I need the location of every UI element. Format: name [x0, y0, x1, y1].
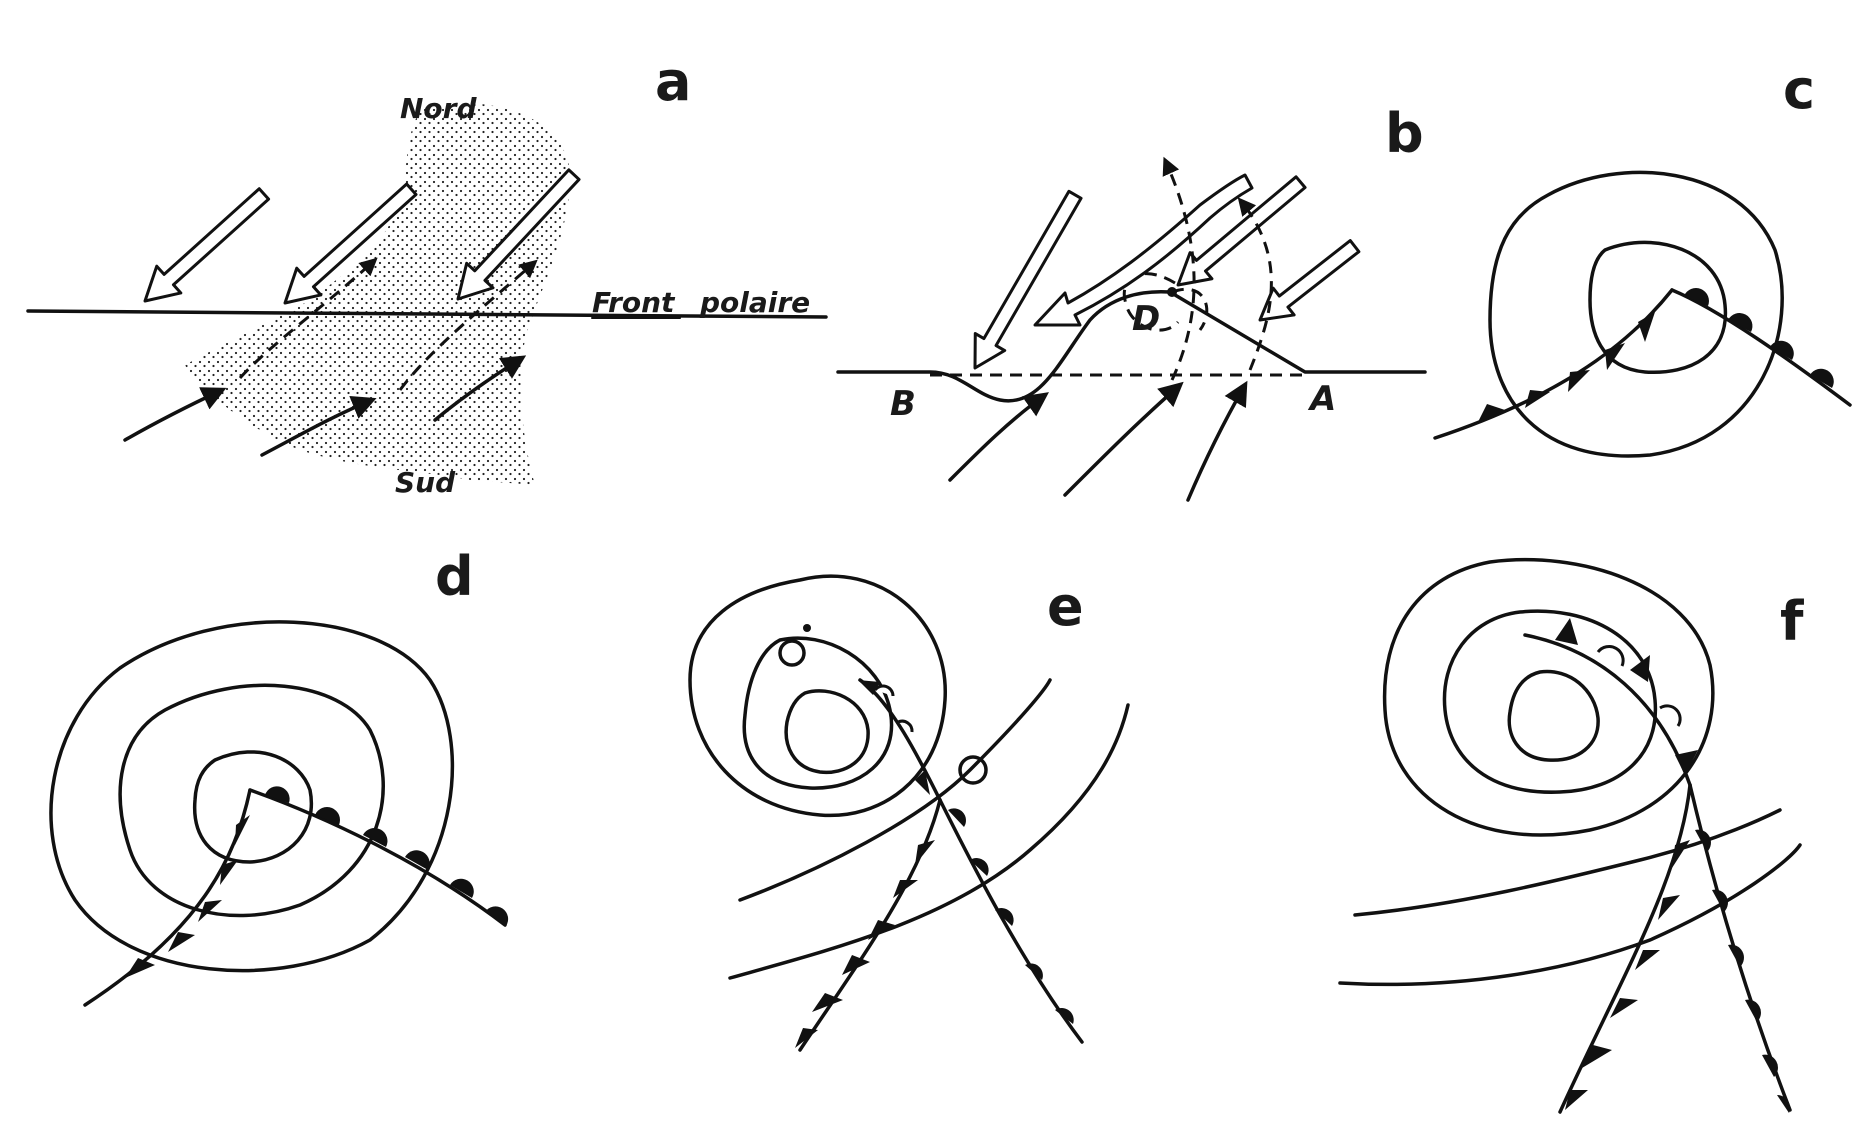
isobar — [192, 750, 314, 864]
panel-a-letter: a — [655, 50, 691, 113]
isobar — [1442, 609, 1658, 794]
cold-front — [798, 798, 942, 1052]
panel-c-letter: c — [1783, 58, 1815, 121]
point-B-label: B — [890, 384, 916, 424]
isobar — [118, 683, 385, 918]
panel-d: d — [49, 545, 509, 1007]
polar-front-line — [26, 309, 828, 319]
panel-d-letter: d — [435, 545, 474, 608]
isobar — [1588, 240, 1728, 375]
cold-air-arrow — [456, 168, 581, 301]
cold-air-arrows — [143, 168, 581, 305]
isobar — [1507, 669, 1600, 762]
point-D-label: D — [1132, 299, 1160, 339]
polar-front-label-2: polaire — [699, 286, 810, 319]
cold-air-arrow — [283, 182, 418, 305]
warm-front — [248, 788, 507, 927]
warm-air-arrow — [260, 396, 377, 457]
isobar — [688, 574, 947, 818]
isobar — [1382, 557, 1715, 837]
isobar — [728, 703, 1130, 980]
isobar — [49, 620, 454, 973]
panel-b-letter: b — [1385, 102, 1424, 165]
warm-front-symbols — [265, 786, 509, 926]
warm-air-dashed-arrow — [1237, 197, 1273, 371]
cold-air-arrows-b — [973, 173, 1361, 370]
cold-front — [1433, 288, 1674, 440]
cold-air-arrow — [1033, 173, 1254, 327]
depression-center — [1167, 287, 1177, 297]
occluded-front-symbols — [858, 680, 930, 795]
isobar — [742, 636, 894, 790]
panel-b: b D A B — [836, 102, 1427, 502]
warm-air-arrow — [1186, 380, 1248, 502]
cloud-band — [185, 102, 571, 486]
south-label: Sud — [395, 466, 456, 499]
warm-front — [1670, 288, 1852, 407]
warm-air-arrow — [1063, 381, 1184, 497]
point-A-label: A — [1307, 379, 1336, 419]
cold-front-symbols — [125, 815, 250, 978]
isobar — [1338, 843, 1802, 987]
warm-air-dashed-arrow — [1162, 156, 1196, 381]
occluded-front-symbols — [1555, 618, 1698, 775]
small-dot — [803, 624, 811, 632]
small-center — [778, 639, 806, 667]
isobar — [784, 689, 870, 775]
cold-air-arrow — [1258, 239, 1361, 322]
cold-front — [1558, 783, 1692, 1114]
cold-air-arrow — [973, 189, 1083, 370]
warm-front-symbols — [1695, 829, 1790, 1113]
panel-a: a Nord Sud Front polaire — [26, 50, 828, 499]
warm-front-symbols — [1684, 288, 1834, 388]
north-label: Nord — [400, 92, 477, 125]
cold-air-arrow — [143, 187, 271, 303]
isobar — [1488, 170, 1784, 458]
panel-f-letter: f — [1780, 590, 1804, 653]
warm-air-arrow — [948, 392, 1049, 482]
panel-c: c — [1433, 58, 1852, 458]
polar-front-label-1: Front — [592, 286, 676, 319]
cold-front-symbols — [1565, 840, 1690, 1110]
cold-front-symbols — [1478, 312, 1655, 422]
occluded-front — [858, 678, 942, 802]
small-center — [958, 755, 988, 785]
warm-front-symbols — [948, 808, 1074, 1024]
cold-front — [83, 788, 252, 1007]
panel-e-letter: e — [1047, 575, 1084, 638]
depression-swirl — [1122, 272, 1180, 332]
cold-front-symbols — [795, 840, 935, 1048]
isobar — [738, 678, 1052, 902]
isobar — [1353, 808, 1782, 917]
depression-swirl — [1171, 287, 1209, 331]
panel-f: f — [1338, 557, 1804, 1114]
warm-air-arrow — [433, 355, 527, 422]
warm-air-arrow — [123, 387, 227, 442]
panel-e: e — [688, 574, 1130, 1052]
warm-air-dashed-arrow — [398, 259, 538, 391]
